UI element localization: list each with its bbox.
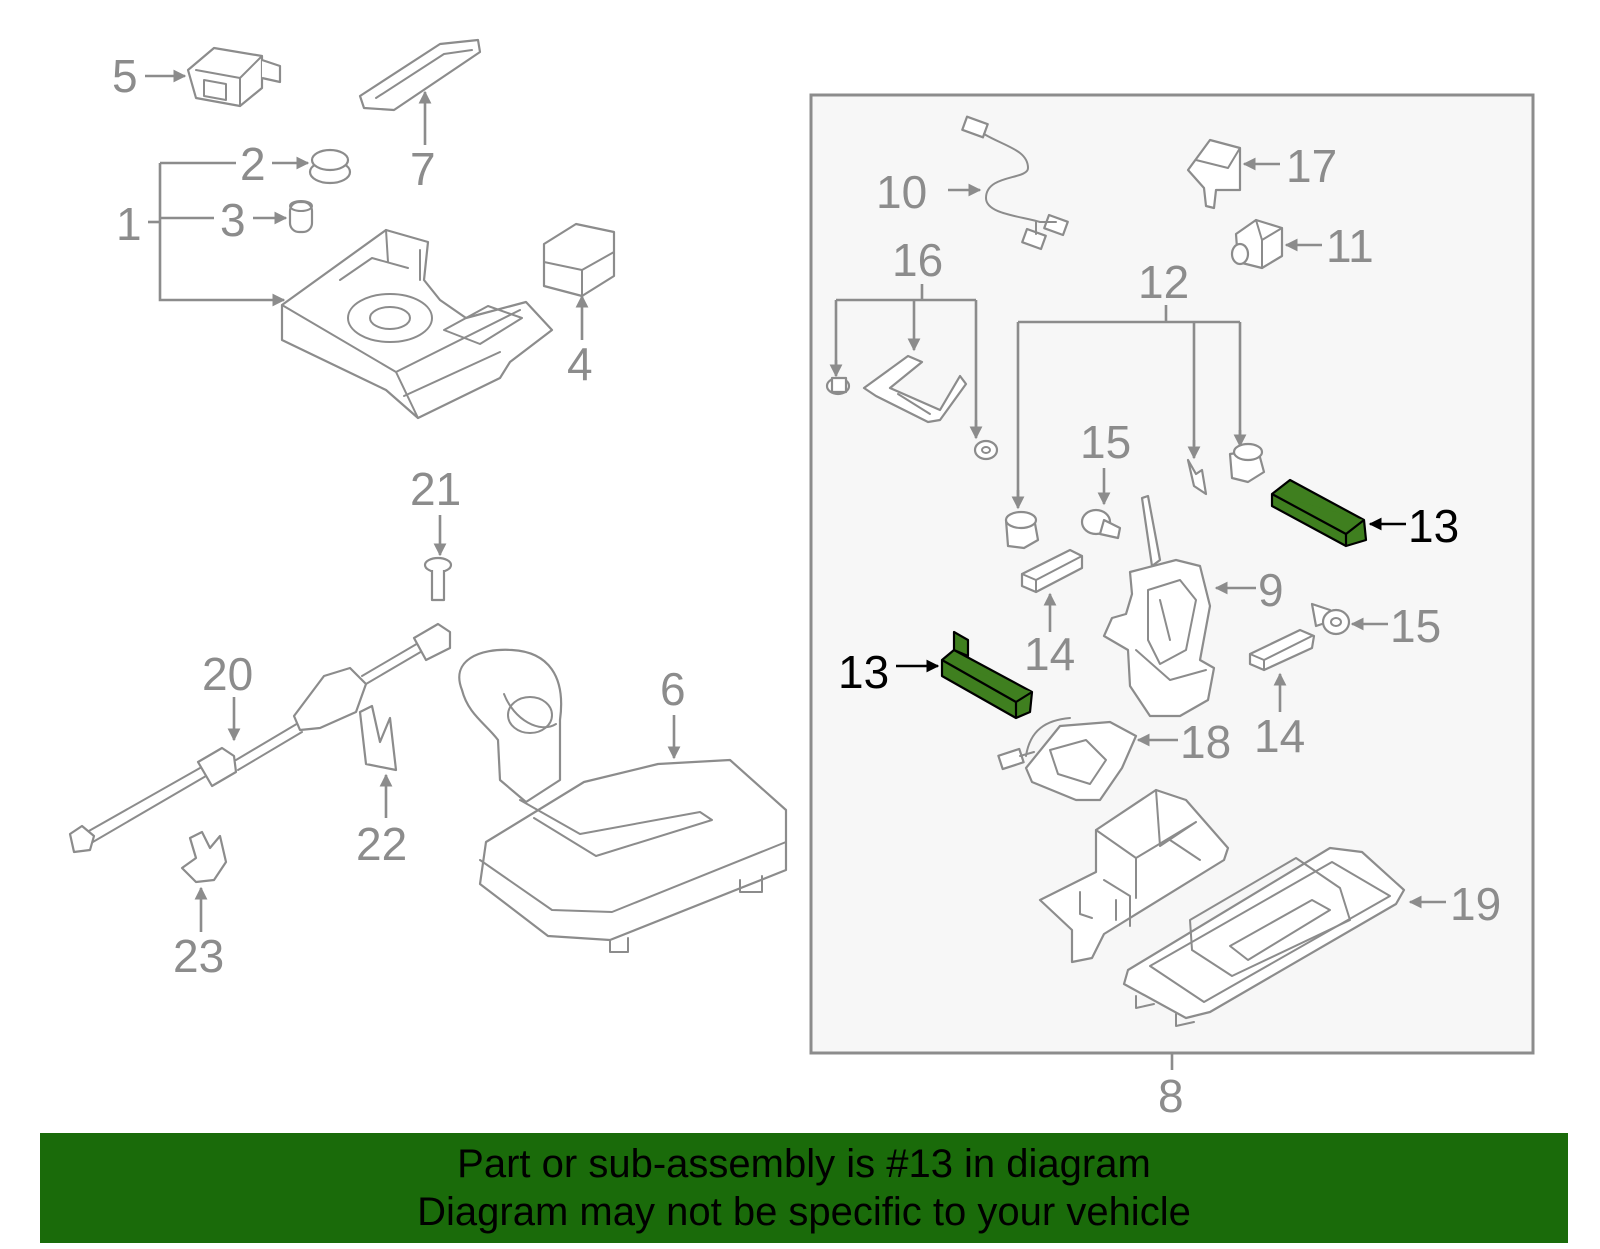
- callout-9[interactable]: 9: [1258, 564, 1284, 616]
- part-1-console-panel: [280, 228, 554, 420]
- callout-15-right[interactable]: 15: [1390, 600, 1441, 652]
- callout-1[interactable]: 1: [116, 198, 142, 250]
- part-16-bracket: [825, 354, 999, 461]
- part-7-trim-strip: [358, 38, 482, 112]
- part-12-knob-upper: [1228, 442, 1266, 484]
- part-15-bolt-upper: [1080, 508, 1122, 540]
- callout-15-upper[interactable]: 15: [1080, 416, 1131, 468]
- part-14-pad-right: [1248, 628, 1316, 672]
- banner-line-1: Part or sub-assembly is #13 in diagram: [457, 1142, 1151, 1186]
- callout-21[interactable]: 21: [410, 463, 461, 515]
- callout-20[interactable]: 20: [202, 648, 253, 700]
- callout-18[interactable]: 18: [1180, 716, 1231, 768]
- callout-3[interactable]: 3: [220, 194, 246, 246]
- callout-19[interactable]: 19: [1450, 878, 1501, 930]
- part-10-wiring-harness: [961, 115, 1069, 251]
- part-4-connector: [542, 222, 616, 298]
- part-17-bracket: [1186, 138, 1242, 210]
- part-13-highlight-lower[interactable]: [940, 630, 1034, 720]
- callout-6[interactable]: 6: [660, 663, 686, 715]
- part-11-sensor: [1230, 218, 1284, 270]
- part-15-bolt-right: [1310, 602, 1351, 636]
- callout-7[interactable]: 7: [410, 143, 436, 195]
- callout-5[interactable]: 5: [112, 50, 138, 102]
- callout-10[interactable]: 10: [876, 166, 927, 218]
- callout-14-right[interactable]: 14: [1254, 710, 1305, 762]
- part-12-knob-lower: [1004, 510, 1040, 550]
- part-18-indicator-panel: [997, 717, 1138, 802]
- part-6-shift-boot: [458, 648, 788, 953]
- part-22-clip: [358, 704, 398, 772]
- callout-16[interactable]: 16: [892, 234, 943, 286]
- callout-2[interactable]: 2: [240, 138, 266, 190]
- part-5-switch: [186, 46, 282, 108]
- part-9-shifter-mechanism: [1102, 494, 1216, 718]
- part-19-base-plate: [1122, 846, 1406, 1027]
- callout-14-upper[interactable]: 14: [1024, 628, 1075, 680]
- callout-12[interactable]: 12: [1138, 256, 1189, 308]
- callout-22[interactable]: 22: [356, 818, 407, 870]
- part-13-highlight-upper[interactable]: [1270, 478, 1368, 548]
- callout-13-upper[interactable]: 13: [1408, 500, 1459, 552]
- callout-13-lower[interactable]: 13: [838, 646, 889, 698]
- part-2-knob: [308, 148, 352, 185]
- part-20-shift-cable: [68, 622, 452, 854]
- part-3-button: [288, 200, 314, 234]
- callout-4[interactable]: 4: [567, 338, 593, 390]
- callout-17[interactable]: 17: [1286, 140, 1337, 192]
- callout-8[interactable]: 8: [1158, 1070, 1184, 1122]
- info-banner: Part or sub-assembly is #13 in diagram D…: [40, 1133, 1568, 1243]
- part-23-clip: [180, 830, 228, 884]
- part-12-clip: [1186, 458, 1208, 496]
- callout-11[interactable]: 11: [1326, 220, 1374, 272]
- part-14-pad-upper: [1020, 548, 1084, 594]
- shifter-base-housing: [1038, 788, 1230, 964]
- part-21-pin: [423, 556, 453, 602]
- banner-line-2: Diagram may not be specific to your vehi…: [417, 1190, 1191, 1234]
- callout-23[interactable]: 23: [173, 930, 224, 982]
